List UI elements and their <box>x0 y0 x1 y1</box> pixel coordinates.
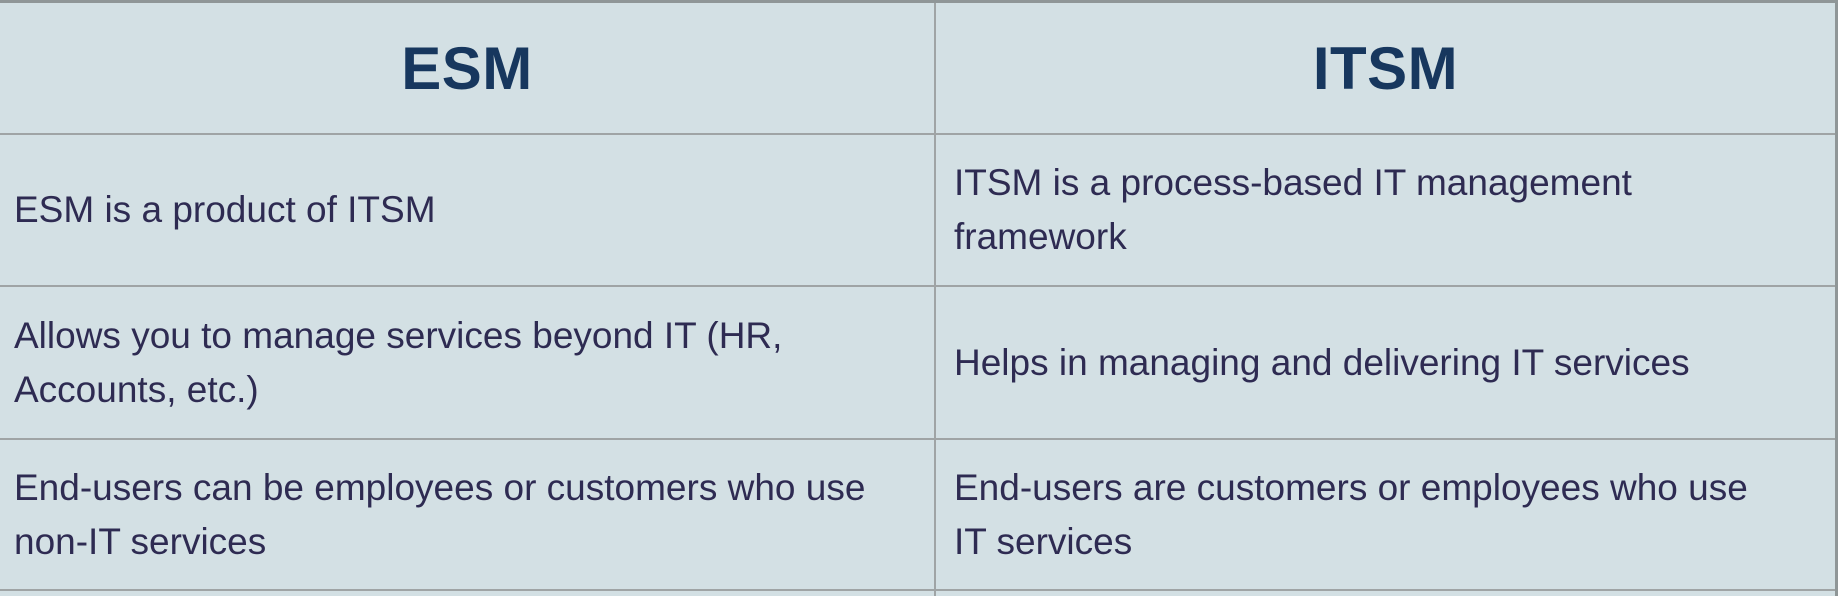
table-row: ESM is a product of ITSM ITSM is a proce… <box>0 135 1835 287</box>
cell-esm-scope: Allows you to manage services beyond IT … <box>0 287 936 440</box>
table-header-row: ESM ITSM <box>0 3 1835 135</box>
table-row-partial <box>0 591 1835 596</box>
cell-itsm-partial <box>936 591 1835 596</box>
cell-itsm-scope: Helps in managing and delivering IT serv… <box>936 287 1835 440</box>
cell-esm-end-users: End-users can be employees or customers … <box>0 440 936 591</box>
header-label-itsm: ITSM <box>1312 34 1459 102</box>
header-cell-itsm: ITSM <box>936 3 1835 135</box>
table-row: Allows you to manage services beyond IT … <box>0 287 1835 440</box>
cell-esm-partial <box>0 591 936 596</box>
table-row: End-users can be employees or customers … <box>0 440 1835 591</box>
cell-itsm-end-users: End-users are customers or employees who… <box>936 440 1835 591</box>
cell-itsm-definition: ITSM is a process-based IT management fr… <box>936 135 1835 287</box>
header-cell-esm: ESM <box>0 3 936 135</box>
cell-esm-definition: ESM is a product of ITSM <box>0 135 936 287</box>
header-label-esm: ESM <box>401 34 533 102</box>
